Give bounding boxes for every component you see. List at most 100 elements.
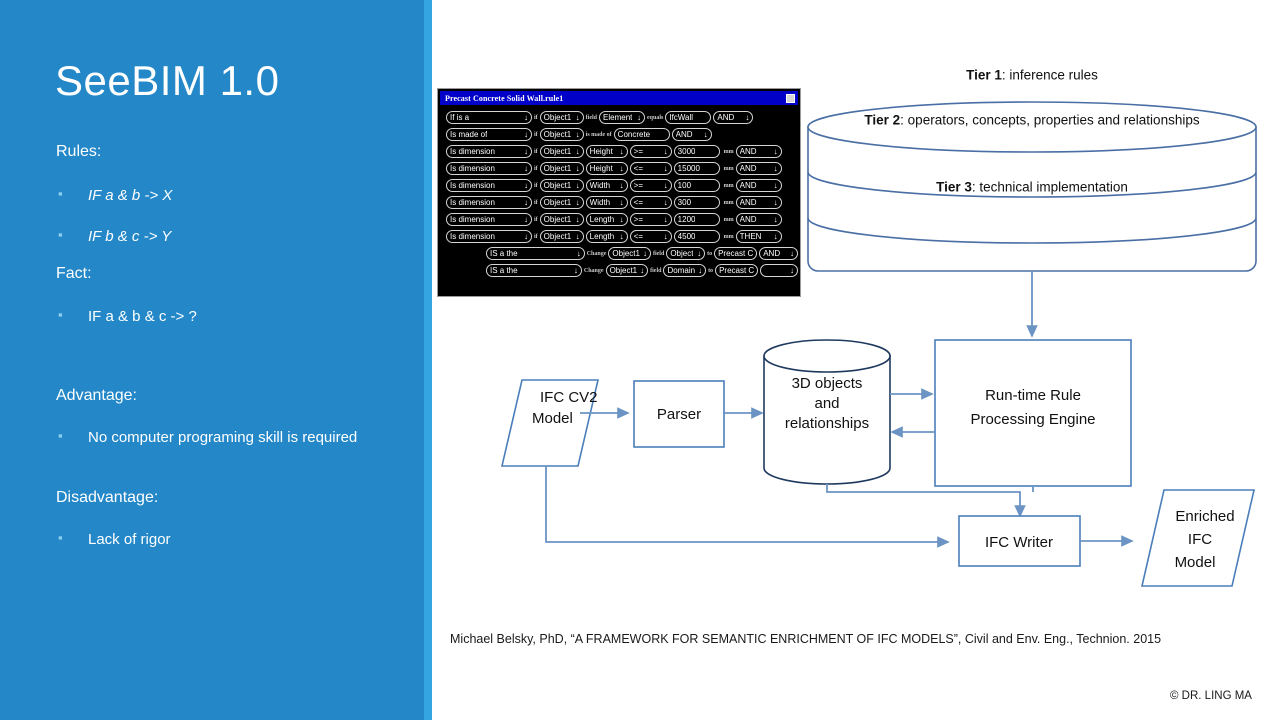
connector-model-to-writer (545, 466, 950, 548)
rule-action-row[interactable]: IS a the↓ Change Object1↓ field Domain↓ … (438, 262, 800, 279)
logic-dropdown[interactable]: ↓ (760, 264, 798, 277)
operator-dropdown[interactable]: >=↓ (629, 145, 672, 158)
property-dropdown[interactable]: Width↓ (585, 179, 628, 192)
object-dropdown[interactable]: Object1↓ (539, 162, 584, 175)
node-ifc-writer: IFC Writer (958, 515, 1081, 567)
rule-row[interactable]: Is dimension↓ if Object1↓ Width↓ <=↓ 300… (438, 194, 800, 211)
object-dropdown[interactable]: Object1↓ (608, 247, 651, 260)
rule-row[interactable]: Is dimension↓ if Object1↓ Width↓ >=↓ 100… (438, 177, 800, 194)
chevron-down-icon: ↓ (640, 265, 645, 275)
property-dropdown[interactable]: Object↓ (666, 247, 706, 260)
bullet-icon: ▪ (58, 186, 63, 201)
chevron-down-icon: ↓ (524, 112, 528, 122)
list-item-label: No computer programing skill is required (88, 429, 358, 446)
property-dropdown[interactable]: Height↓ (585, 162, 628, 175)
node-label: Processing Engine (970, 411, 1095, 428)
action-dropdown[interactable]: IS a the↓ (486, 264, 582, 277)
chevron-down-icon: ↓ (575, 180, 580, 190)
chevron-down-icon: ↓ (619, 214, 624, 224)
rule-editor-window[interactable]: Precast Concrete Solid Wall.rule1 If is … (437, 88, 801, 297)
architecture-diagram: Tier 1: inference rules Tier 2: operator… (432, 0, 1280, 720)
object-dropdown[interactable]: Object1↓ (539, 230, 584, 243)
list-item-label: IF a & b & c -> ? (88, 308, 197, 325)
operator-dropdown[interactable]: <=↓ (629, 230, 672, 243)
rule-row[interactable]: If is a↓ if Object1↓ field Element↓ equa… (438, 109, 800, 126)
unit-label: mm (723, 165, 734, 172)
property-dropdown[interactable]: Height↓ (585, 145, 628, 158)
chevron-down-icon: ↓ (773, 163, 778, 173)
value-field[interactable]: Concrete (613, 128, 670, 141)
list-item-rule-1: ▪ IF a & b -> X (58, 185, 388, 208)
chevron-down-icon: ↓ (773, 180, 778, 190)
chevron-down-icon: ↓ (773, 197, 778, 207)
predicate-dropdown[interactable]: Is dimension↓ (446, 196, 532, 209)
operator-dropdown[interactable]: <=↓ (629, 162, 672, 175)
action-dropdown[interactable]: IS a the↓ (486, 247, 585, 260)
value-field[interactable]: 3000 (673, 145, 720, 158)
predicate-dropdown[interactable]: Is dimension↓ (446, 230, 532, 243)
predicate-dropdown[interactable]: Is dimension↓ (446, 213, 532, 226)
object-dropdown[interactable]: Object1↓ (539, 128, 584, 141)
connector-text: Change (583, 267, 604, 274)
object-dropdown[interactable]: Object1↓ (605, 264, 649, 277)
property-dropdown[interactable]: Element↓ (599, 111, 646, 124)
node-enriched-model: Enriched IFC Model (1140, 489, 1256, 587)
rule-row[interactable]: Is dimension↓ if Object1↓ Length↓ <=↓ 45… (438, 228, 800, 245)
operator-dropdown[interactable]: >=↓ (629, 213, 672, 226)
chevron-down-icon: ↓ (575, 231, 580, 241)
logic-dropdown[interactable]: AND↓ (735, 162, 782, 175)
value-field[interactable]: 100 (673, 179, 720, 192)
logic-dropdown[interactable]: THEN↓ (735, 230, 782, 243)
target-value-field[interactable]: Precast C (715, 264, 759, 277)
chevron-down-icon: ↓ (663, 180, 668, 190)
logic-dropdown[interactable]: AND↓ (759, 247, 798, 260)
object-dropdown[interactable]: Object1↓ (539, 179, 584, 192)
property-dropdown[interactable]: Width↓ (585, 196, 628, 209)
rule-row[interactable]: Is dimension↓ if Object1↓ Height↓ >=↓ 30… (438, 143, 800, 160)
property-dropdown[interactable]: Length↓ (585, 213, 628, 226)
bullet-icon: ▪ (58, 307, 63, 322)
predicate-dropdown[interactable]: Is dimension↓ (446, 179, 532, 192)
node-label: and (814, 395, 839, 412)
property-dropdown[interactable]: Domain↓ (663, 264, 707, 277)
minimize-icon[interactable] (786, 93, 795, 103)
operator-dropdown[interactable]: >=↓ (629, 179, 672, 192)
chevron-down-icon: ↓ (524, 129, 528, 139)
object-dropdown[interactable]: Object1↓ (539, 196, 584, 209)
logic-dropdown[interactable]: AND↓ (735, 145, 782, 158)
predicate-dropdown[interactable]: Is dimension↓ (446, 145, 532, 158)
value-field[interactable]: 15000 (673, 162, 720, 175)
chevron-down-icon: ↓ (790, 265, 794, 275)
logic-dropdown[interactable]: AND↓ (735, 179, 782, 192)
target-value-field[interactable]: Precast C (714, 247, 758, 260)
object-dropdown[interactable]: Object1↓ (539, 145, 584, 158)
chevron-down-icon: ↓ (745, 112, 750, 122)
chevron-down-icon: ↓ (642, 248, 647, 258)
operator-dropdown[interactable]: <=↓ (629, 196, 672, 209)
list-item-label: Lack of rigor (88, 531, 171, 548)
predicate-dropdown[interactable]: If is a↓ (446, 111, 532, 124)
logic-dropdown[interactable]: AND↓ (735, 196, 782, 209)
rule-action-row[interactable]: IS a the↓ Change Object1↓ field Object↓ … (438, 245, 800, 262)
value-field[interactable]: 300 (673, 196, 720, 209)
logic-dropdown[interactable]: AND↓ (671, 128, 712, 141)
list-item-rule-2: ▪ IF b & c -> Y (58, 226, 388, 249)
predicate-dropdown[interactable]: Is dimension↓ (446, 162, 532, 175)
predicate-dropdown[interactable]: Is made of↓ (446, 128, 532, 141)
rule-row[interactable]: Is dimension↓ if Object1↓ Height↓ <=↓ 15… (438, 160, 800, 177)
connector-text: to (707, 250, 713, 257)
node-label: IFC CV2 (540, 389, 598, 406)
logic-dropdown[interactable]: AND↓ (735, 213, 782, 226)
logic-dropdown[interactable]: AND↓ (713, 111, 754, 124)
value-field[interactable]: IfcWall (665, 111, 712, 124)
list-item-fact-1: ▪ IF a & b & c -> ? (58, 306, 388, 329)
object-dropdown[interactable]: Object1↓ (539, 111, 584, 124)
citation-text: Michael Belsky, PhD, “A FRAMEWORK FOR SE… (450, 632, 1162, 646)
value-field[interactable]: 1200 (673, 213, 720, 226)
node-label: relationships (785, 415, 869, 432)
property-dropdown[interactable]: Length↓ (585, 230, 628, 243)
rule-row[interactable]: Is made of↓ if Object1↓ is made of Concr… (438, 126, 800, 143)
value-field[interactable]: 4500 (673, 230, 720, 243)
rule-row[interactable]: Is dimension↓ if Object1↓ Length↓ >=↓ 12… (438, 211, 800, 228)
object-dropdown[interactable]: Object1↓ (539, 213, 584, 226)
